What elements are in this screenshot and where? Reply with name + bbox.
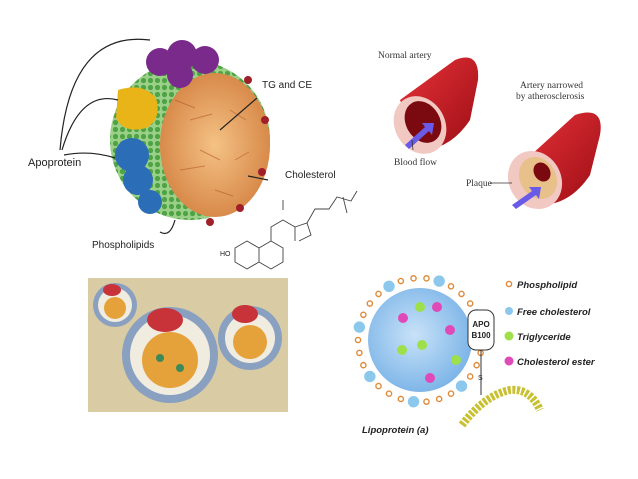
phospholipid-dot <box>466 373 474 380</box>
blood-flow-arrow-narrowed <box>512 187 541 209</box>
phospholipid-dot <box>423 275 430 282</box>
narrowed-artery <box>507 112 601 210</box>
lipoprotein-particles-illustration <box>88 278 288 412</box>
tg-ce-label: TG and CE <box>262 80 312 91</box>
label-leaders <box>411 139 512 184</box>
free-cholesterol-dot <box>364 370 376 383</box>
blood-flow-label: Blood flow <box>394 157 437 168</box>
free-cholesterol-dot <box>383 280 395 293</box>
phospholipids-label: Phospholipids <box>92 240 154 251</box>
disulfide-bond-label: S <box>478 375 483 382</box>
free-cholesterol-dot <box>407 395 420 408</box>
lpa-core <box>368 288 472 392</box>
phospholipid-dot <box>375 290 382 298</box>
lipid-core <box>160 73 270 217</box>
apolipoprotein-a-chain <box>458 385 544 428</box>
cholesterol-ester-icon <box>504 356 514 366</box>
phospholipid-dot <box>473 361 480 369</box>
free-cholesterol-icon <box>505 307 513 315</box>
artery-comparison-diagram: Normal artery Artery narrowed by atheros… <box>378 51 601 210</box>
cholesterol-label: Cholesterol <box>285 170 336 181</box>
lpa-caption: Lipoprotein (a) <box>362 425 429 436</box>
apoprotein-yellow <box>116 87 158 130</box>
phospholipid-dot <box>366 300 374 307</box>
phospholipid-dot <box>354 336 362 344</box>
apoprotein-purple <box>146 40 219 88</box>
phospholipid-dot <box>360 311 367 319</box>
lpa-legend: Phospholipid Free cholesterol Triglyceri… <box>504 280 596 368</box>
narrowed-artery-label-1: Artery narrowed <box>520 81 583 91</box>
cholesterol-molecules <box>206 76 269 226</box>
normal-artery-label: Normal artery <box>378 51 432 61</box>
apoprotein-label: Apoprotein <box>28 157 81 169</box>
lipoprotein-structure-diagram: Apoprotein TG and CE Cholesterol Phospho… <box>28 38 358 270</box>
phospholipid-dot <box>360 361 367 369</box>
legend-cholesterol-ester: Cholesterol ester <box>517 357 596 368</box>
phospholipid-dot <box>466 300 474 307</box>
plaque-label: Plaque <box>466 179 492 189</box>
phospholipid-dot <box>356 349 363 357</box>
apoprotein-blue <box>115 138 162 214</box>
phospholipid-dot <box>385 390 393 397</box>
b100-label: B100 <box>471 331 491 340</box>
normal-artery <box>393 57 479 154</box>
free-cholesterol-dot <box>455 380 468 392</box>
free-cholesterol-dot <box>433 275 445 287</box>
cholesterol-structure-icon <box>234 190 358 270</box>
phospholipid-dot <box>423 398 430 405</box>
phospholipid-icon <box>505 280 513 288</box>
phospholipid-dot <box>435 395 443 403</box>
triglyceride-icon <box>504 331 514 341</box>
legend-triglyceride: Triglyceride <box>517 332 571 343</box>
narrowed-artery-label-2: by atherosclerosis <box>516 92 585 102</box>
phospholipid-dot <box>410 275 417 282</box>
apoprotein-arrows <box>59 38 269 235</box>
phospholipid-dot <box>447 390 455 397</box>
lpa-core-lipids <box>397 302 461 383</box>
lipoprotein-a-diagram: APO B100 S Phospholipid Free cholesterol… <box>353 275 596 436</box>
phospholipid-dot <box>397 277 405 285</box>
apo-label: APO <box>472 320 489 329</box>
particle-medium <box>218 305 282 370</box>
phospholipid-dot <box>458 290 465 298</box>
particle-large <box>122 307 218 403</box>
particle-small <box>93 283 137 327</box>
legend-free-cholesterol: Free cholesterol <box>517 307 591 318</box>
apo-b100-box <box>467 309 495 351</box>
phospholipid-dot <box>375 382 382 390</box>
phospholipid-dot <box>397 395 405 403</box>
hydroxyl-label: HO <box>220 251 231 258</box>
phospholipid-dot <box>447 283 455 290</box>
legend-phospholipid: Phospholipid <box>517 280 577 291</box>
free-cholesterol-dot <box>353 321 366 333</box>
